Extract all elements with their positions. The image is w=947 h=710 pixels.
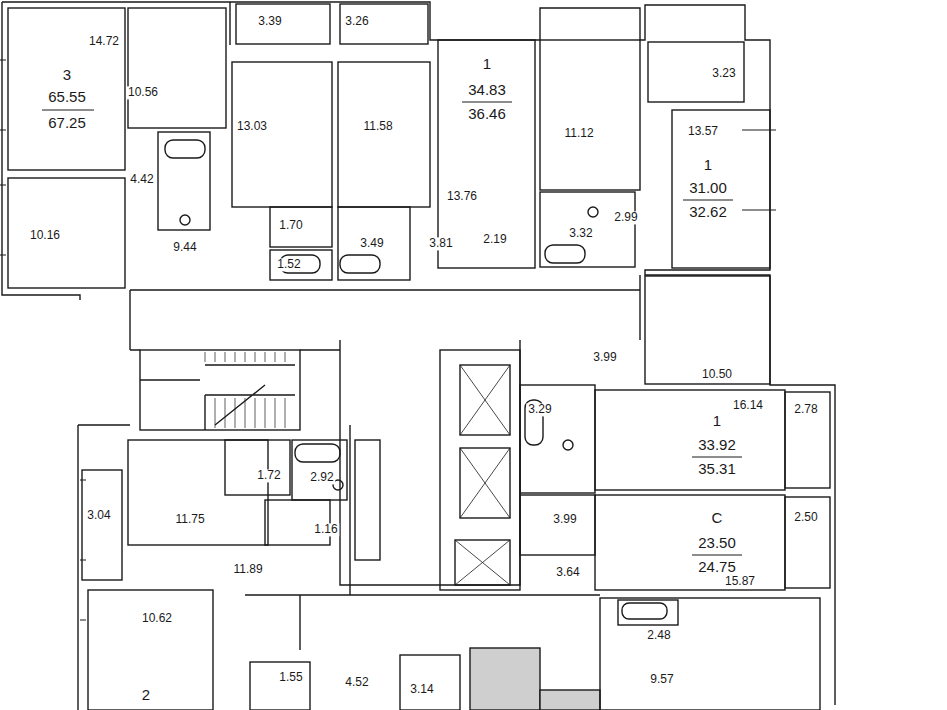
area-label: 3.81 [427, 237, 454, 250]
area-label: 2.78 [792, 403, 819, 416]
area-label: 2.50 [792, 511, 819, 524]
area-label: 33.92 [696, 437, 738, 454]
area-label: 13.03 [235, 120, 269, 133]
area-label: 16.14 [731, 399, 765, 412]
area-label: 2.48 [645, 629, 672, 642]
area-label: 65.55 [46, 89, 88, 106]
area-label: 3.32 [567, 227, 594, 240]
area-label: 13.76 [445, 190, 479, 203]
area-label: 67.25 [46, 115, 88, 132]
area-label: 14.72 [87, 35, 121, 48]
area-label: 2 [140, 687, 152, 704]
area-label: 9.44 [171, 241, 198, 254]
area-label: 11.58 [361, 120, 394, 133]
area-label: 24.75 [696, 559, 738, 576]
area-label: 3 [61, 67, 73, 84]
area-label: 9.57 [648, 673, 675, 686]
area-label: 11.75 [173, 513, 206, 526]
area-label: 3.23 [710, 67, 737, 80]
area-label: 3.39 [256, 15, 283, 28]
area-label: 3.26 [343, 15, 370, 28]
area-label: 15.87 [723, 575, 757, 588]
area-label: 10.50 [700, 368, 734, 381]
area-label: C [710, 510, 725, 527]
area-label: 3.49 [358, 237, 385, 250]
area-label: 10.62 [140, 612, 174, 625]
area-label: 3.64 [554, 566, 581, 579]
area-label: 31.00 [687, 180, 729, 197]
area-label: 4.42 [128, 173, 155, 186]
area-label: 3.29 [526, 403, 553, 416]
area-label: 3.99 [591, 351, 618, 364]
area-label: 2.92 [308, 471, 335, 484]
area-label: 32.62 [687, 204, 729, 221]
area-label: 36.46 [466, 106, 508, 123]
area-label: 35.31 [696, 461, 738, 478]
area-label: 1 [711, 413, 723, 430]
area-label: 3.04 [85, 509, 112, 522]
area-label: 13.57 [686, 125, 720, 138]
area-label: 11.12 [562, 127, 595, 140]
area-label: 2.19 [481, 233, 508, 246]
area-label: 1 [702, 157, 714, 174]
area-label: 1.52 [275, 258, 302, 271]
area-label: 3.99 [551, 513, 578, 526]
area-label: 23.50 [696, 535, 738, 552]
area-label: 1.70 [277, 219, 304, 232]
area-label: 2.99 [612, 211, 639, 224]
area-label: 11.89 [231, 563, 264, 576]
area-label: 1.16 [312, 523, 339, 536]
area-label: 10.56 [126, 86, 160, 99]
area-label: 3.14 [408, 683, 435, 696]
area-label: 1.55 [277, 671, 304, 684]
area-label: 10.16 [28, 229, 62, 242]
area-label: 34.83 [466, 82, 508, 99]
area-label: 1.72 [255, 469, 282, 482]
area-label: 1 [481, 56, 493, 73]
area-label: 4.52 [343, 676, 370, 689]
